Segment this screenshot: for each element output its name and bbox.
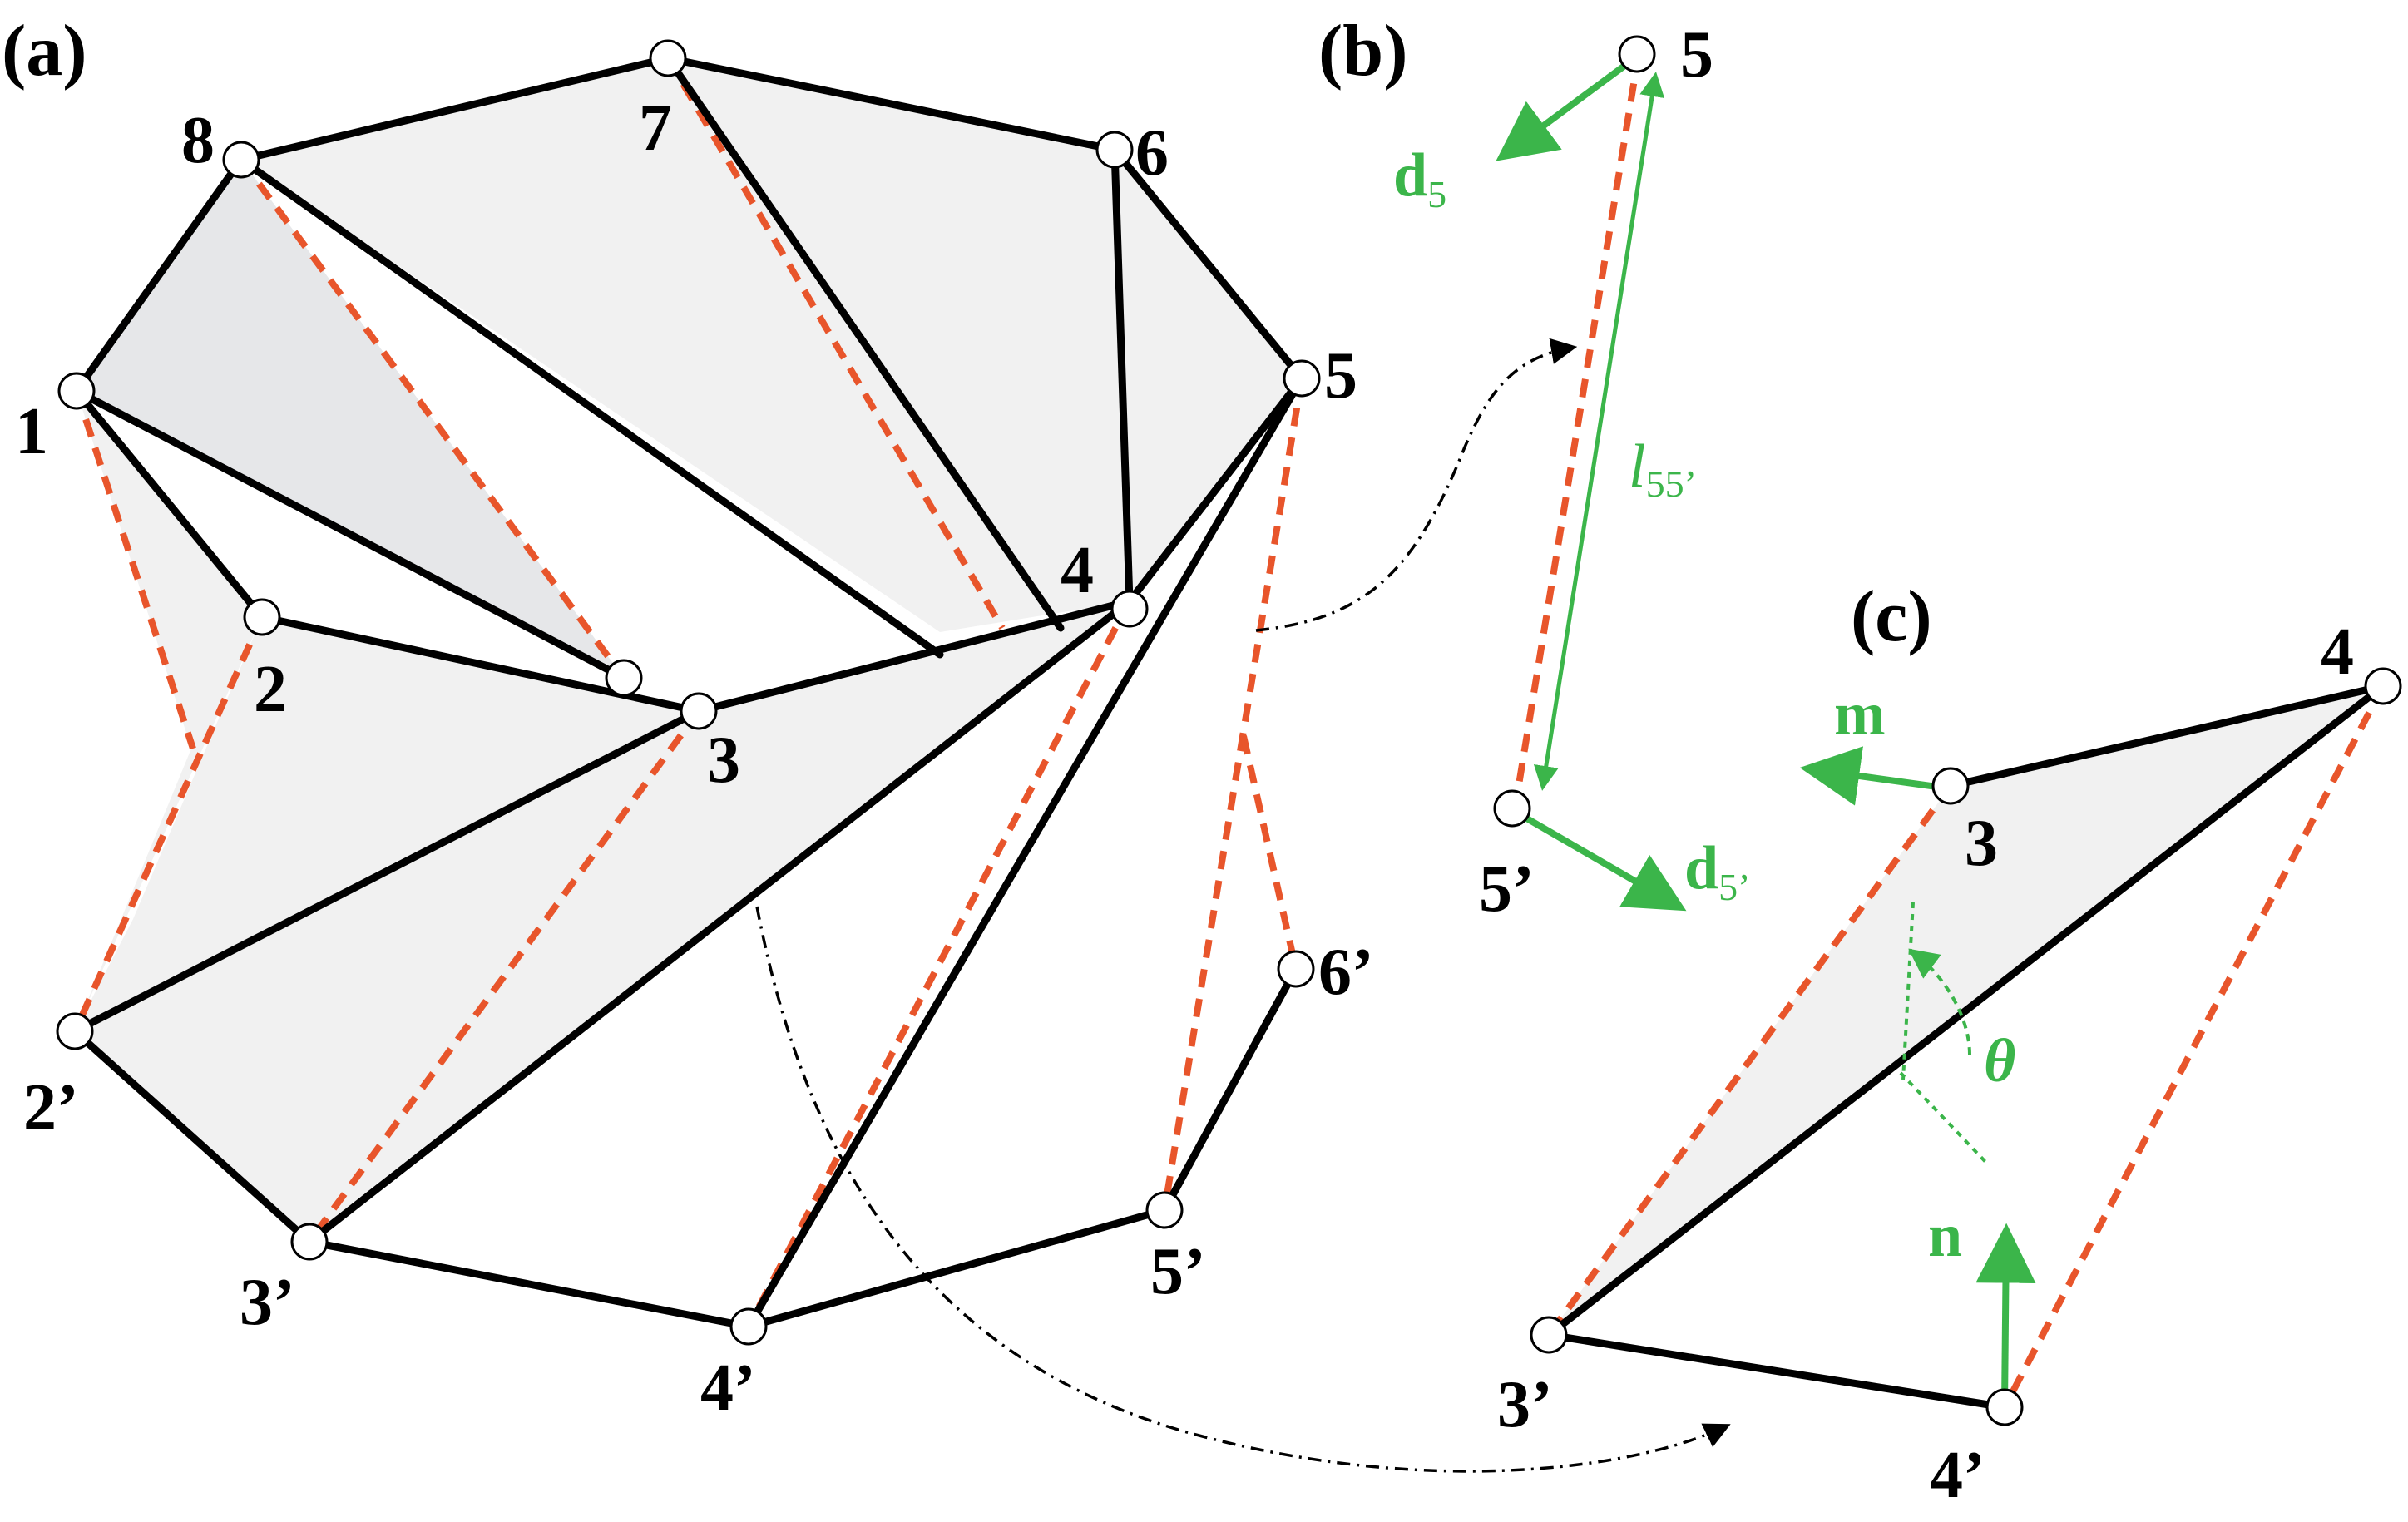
face-8-7-4: [241, 58, 1302, 632]
vector-m: [1799, 746, 1950, 806]
theta-dotted-line: [1899, 1071, 1990, 1166]
vector-n: [1975, 1223, 2036, 1406]
flow-arrow-to-c: [755, 906, 1731, 1473]
face-2-3-4-2p: [75, 601, 1130, 1242]
node-3p: [290, 1223, 329, 1261]
fold-lines-a: [72, 56, 1305, 1328]
face-8-1-3: [77, 160, 624, 678]
node-8: [222, 141, 260, 179]
node-6p: [1277, 950, 1315, 988]
face-1-2-2p: [75, 391, 262, 1031]
node-label-1: 1: [15, 395, 48, 468]
label-l55-sub: 55’: [1646, 462, 1697, 505]
node-b-label-5p: 5’: [1479, 852, 1535, 926]
flow-arrow-to-b: [1255, 338, 1578, 632]
nodes-a: [56, 39, 1321, 1346]
node-4p: [729, 1307, 768, 1346]
node-label-8: 8: [181, 104, 215, 177]
node-5: [1283, 359, 1321, 398]
label-d5p-sub: 5’: [1718, 866, 1750, 908]
node-label-5p: 5’: [1150, 1235, 1206, 1308]
label-m: m: [1834, 680, 1886, 749]
panel-c-label: (c): [1851, 576, 1932, 657]
fold-55p: [1512, 53, 1642, 806]
node-6: [1095, 131, 1134, 169]
node-8-ghost: [605, 659, 643, 697]
label-d5p: d5’: [1684, 834, 1750, 908]
node-c-label-4: 4: [2321, 615, 2354, 689]
node-5p: [1145, 1191, 1184, 1229]
node-label-4: 4: [1061, 534, 1094, 607]
node-label-5: 5: [1324, 339, 1357, 413]
panel-b-label: (b): [1318, 11, 1408, 91]
node-1: [57, 372, 96, 410]
panel-b: (b) 5 5’ d5 d5’ l55’: [1318, 11, 1750, 926]
label-d5-main: d: [1393, 141, 1427, 210]
node-b-5p: [1493, 789, 1531, 828]
vector-d5: [1496, 53, 1639, 161]
node-c-3: [1931, 767, 1970, 805]
label-l55-main: l: [1629, 432, 1646, 501]
panel-a-label: (a): [2, 11, 87, 91]
panel-c: (c) 4 3 3’ 4’ m n θ: [1497, 576, 2402, 1512]
node-2p: [56, 1012, 94, 1050]
node-label-6: 6: [1135, 116, 1169, 190]
node-label-2: 2: [254, 653, 287, 726]
label-theta: θ: [1984, 1027, 2015, 1095]
node-c-label-3p: 3’: [1497, 1368, 1553, 1441]
node-c-4: [2364, 667, 2402, 705]
node-label-3: 3: [707, 724, 740, 797]
node-c-3p: [1530, 1316, 1568, 1354]
length-vector-l55: [1533, 72, 1665, 791]
label-n: n: [1928, 1202, 1962, 1270]
node-7: [649, 39, 687, 77]
node-label-3p: 3’: [240, 1266, 295, 1339]
vector-d5p: [1511, 808, 1687, 912]
panel-a: (a) 1 2 3 4 5 6 7 8 2’ 3’ 4’ 5’ 6’: [2, 11, 1374, 1425]
node-label-7: 7: [639, 91, 672, 165]
node-c-label-4p: 4’: [1930, 1439, 1985, 1512]
label-d5p-main: d: [1684, 834, 1718, 902]
node-label-4p: 4’: [700, 1352, 756, 1425]
node-b-5: [1618, 35, 1656, 73]
node-b-label-5: 5: [1680, 18, 1713, 91]
node-4: [1110, 590, 1149, 628]
node-c-label-3: 3: [1965, 807, 1998, 880]
node-2: [243, 598, 281, 636]
label-d5-sub: 5: [1427, 173, 1446, 215]
label-l55: l55’: [1629, 432, 1697, 505]
node-label-6p: 6’: [1318, 936, 1374, 1009]
node-label-2p: 2’: [23, 1071, 79, 1144]
theta-arc: [1908, 948, 1971, 1055]
node-c-4p: [1985, 1388, 2024, 1426]
node-3: [680, 692, 718, 730]
label-d5: d5: [1393, 141, 1446, 215]
